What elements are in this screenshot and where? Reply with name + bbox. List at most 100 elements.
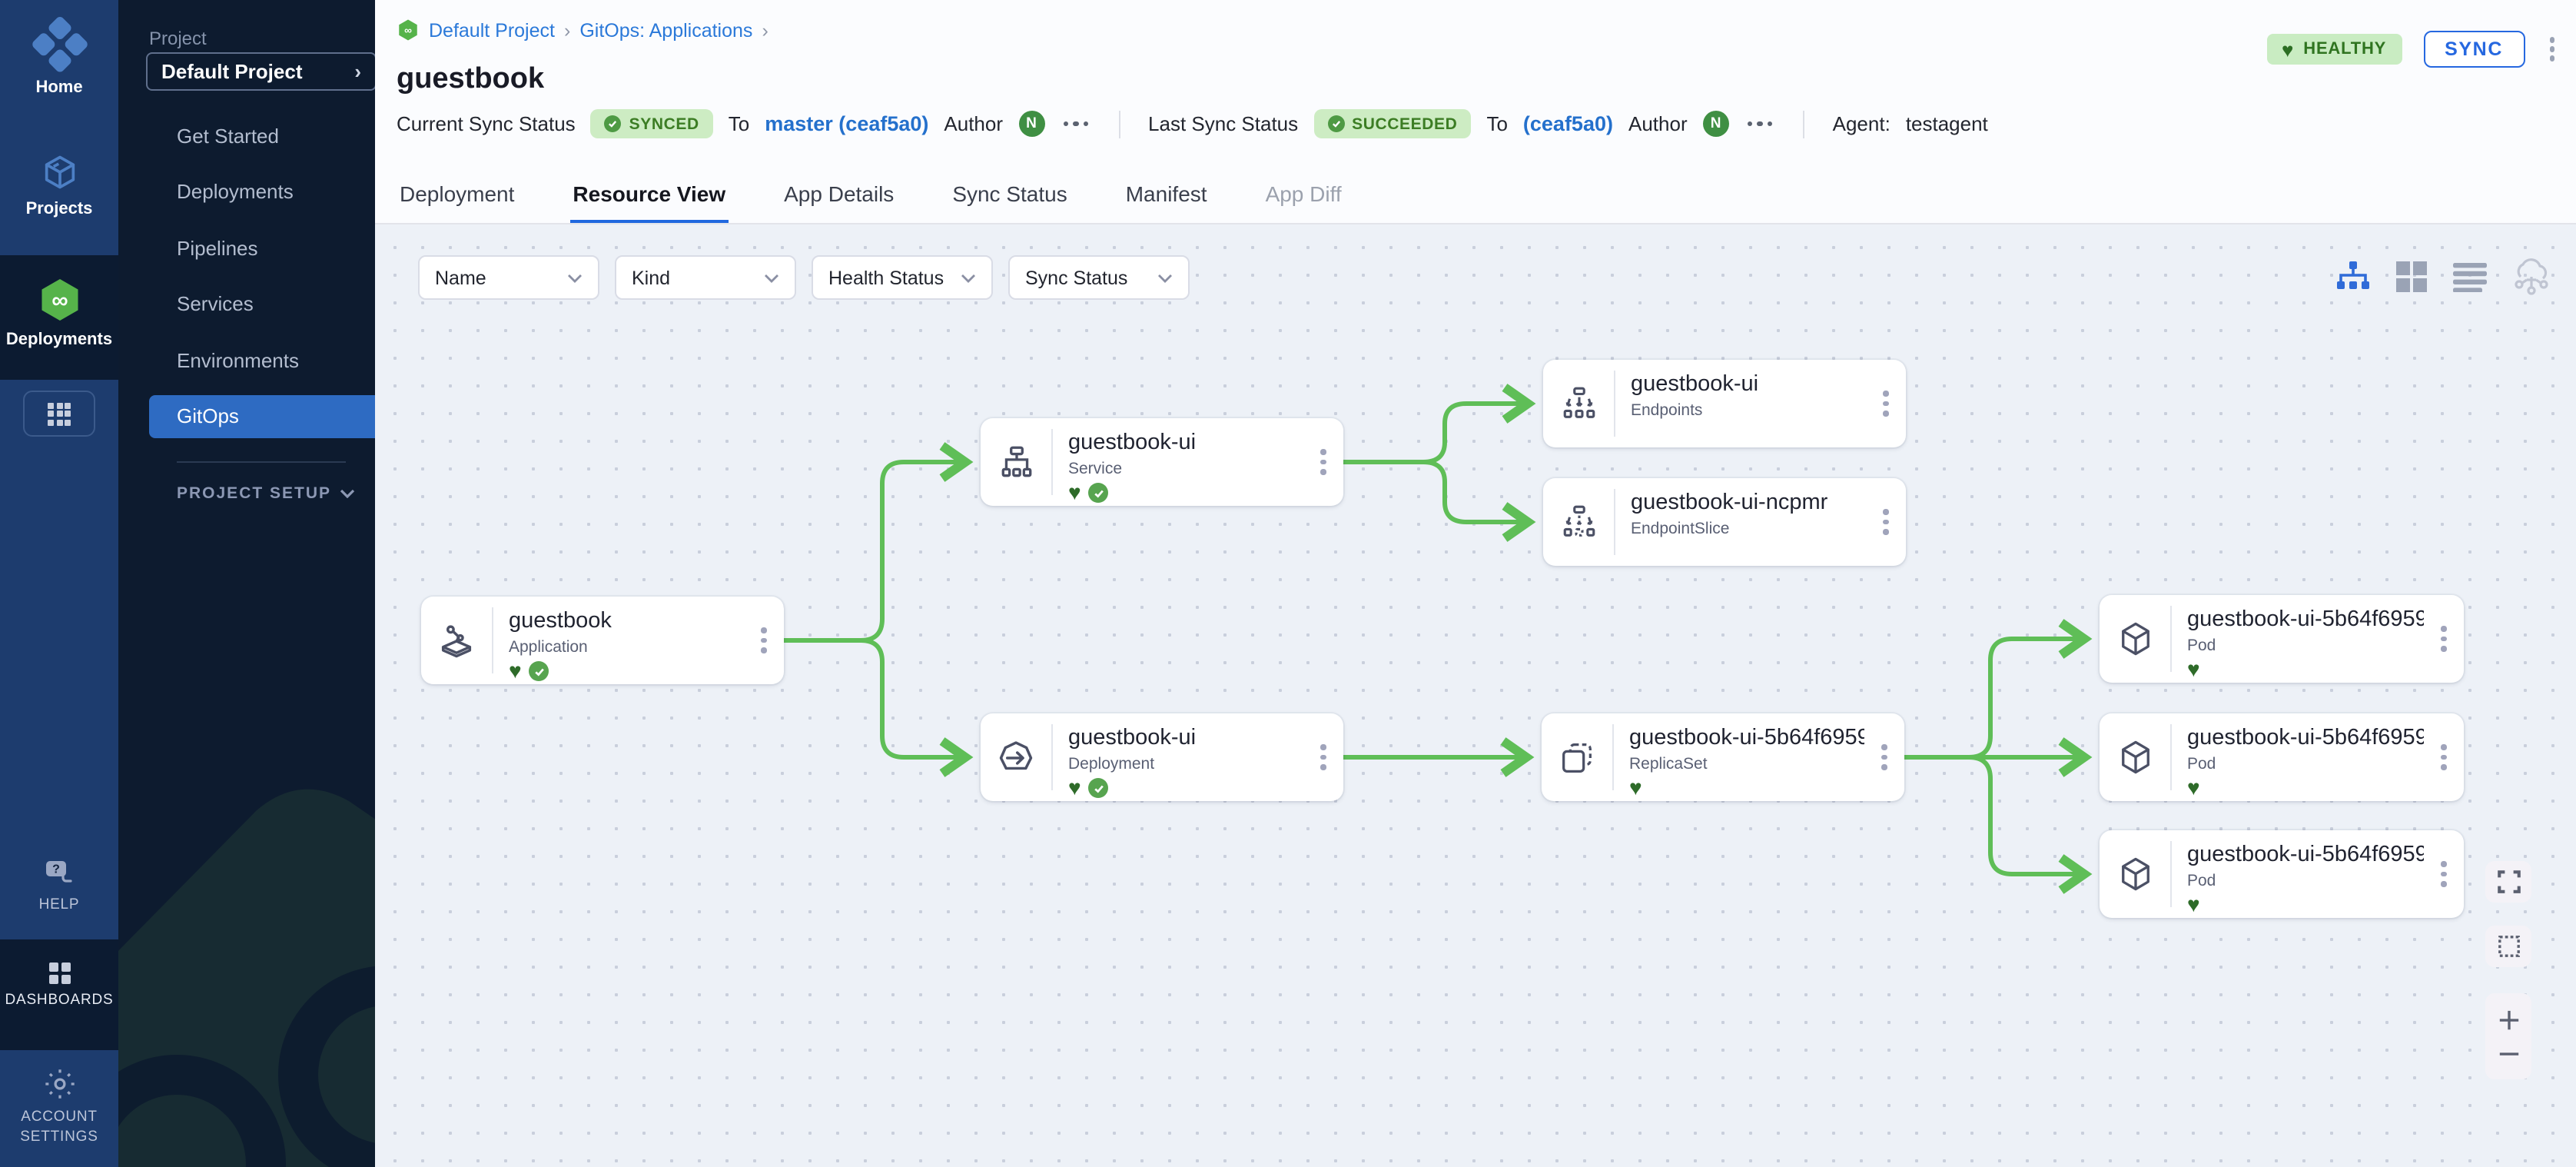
filter-health-status[interactable]: Health Status — [812, 255, 993, 300]
check-circle-icon — [1327, 115, 1345, 132]
healthy-heart-icon: ♥ — [1629, 775, 1642, 800]
filter-bar: Name Kind Health Status Sync Status — [418, 255, 1190, 300]
rail-item-account-settings[interactable]: ACCOUNT SETTINGS — [0, 1067, 118, 1147]
service-icon — [981, 418, 1051, 506]
help-chat-icon: ? — [45, 861, 71, 883]
list-view-icon — [2453, 263, 2487, 292]
node-application-guestbook[interactable]: guestbook Application ♥ — [421, 597, 784, 684]
tab-app-diff: App Diff — [1265, 181, 1342, 206]
healthy-heart-icon: ♥ — [2187, 657, 2200, 681]
node-pod-1[interactable]: guestbook-ui-5b64f6959... Pod ♥ — [2100, 595, 2464, 683]
node-deployment-guestbook-ui[interactable]: guestbook-ui Deployment ♥ — [981, 713, 1343, 801]
view-toggles — [2335, 258, 2551, 295]
project-selector[interactable]: Default Project › — [146, 52, 375, 91]
tree-view-icon — [2337, 261, 2369, 289]
fullscreen-button[interactable] — [2485, 861, 2531, 903]
grid-view-button[interactable] — [2395, 260, 2428, 294]
module-switcher-button[interactable] — [23, 391, 95, 437]
sidebar-item-deployments[interactable]: Deployments — [177, 180, 294, 203]
zoom-control — [2485, 993, 2531, 1079]
cube-icon — [44, 155, 75, 189]
list-view-button[interactable] — [2452, 261, 2488, 292]
breadcrumb-applications-link[interactable]: GitOps: Applications — [579, 19, 753, 41]
breadcrumb: ∞ Default Project › GitOps: Applications… — [397, 18, 768, 42]
zoom-in-button[interactable] — [2497, 1008, 2520, 1031]
node-menu-button[interactable] — [2424, 830, 2464, 918]
node-menu-button[interactable] — [1866, 360, 1906, 447]
node-menu-button[interactable] — [744, 597, 784, 684]
node-pod-2[interactable]: guestbook-ui-5b64f6959... Pod ♥ — [2100, 713, 2464, 801]
succeeded-badge: SUCCEEDED — [1313, 109, 1472, 138]
node-menu-button[interactable] — [1303, 418, 1343, 506]
rail-item-home[interactable]: Home — [0, 15, 118, 97]
last-revision-link[interactable]: (ceaf5a0) — [1522, 112, 1613, 135]
healthy-heart-icon: ♥ — [1068, 775, 1081, 800]
breadcrumb-project-link[interactable]: Default Project — [429, 19, 555, 41]
filter-kind[interactable]: Kind — [615, 255, 796, 300]
last-sync-status-label: Last Sync Status — [1148, 112, 1299, 135]
tab-deployment[interactable]: Deployment — [400, 181, 515, 206]
to-label: To — [728, 112, 750, 135]
author-label: Author — [1628, 112, 1688, 135]
app-options-menu-icon[interactable] — [2546, 35, 2558, 65]
main-content: ∞ Default Project › GitOps: Applications… — [375, 0, 2576, 1167]
node-endpointslice-guestbook-ui-ncpmr[interactable]: guestbook-ui-ncpmr EndpointSlice — [1543, 478, 1906, 566]
filter-name[interactable]: Name — [418, 255, 599, 300]
current-sync-status-label: Current Sync Status — [397, 112, 576, 135]
harness-watermark — [118, 789, 375, 1167]
page-title: guestbook — [397, 63, 545, 95]
chevron-down-icon — [568, 274, 582, 282]
node-menu-button[interactable] — [2424, 713, 2464, 801]
network-view-button[interactable] — [2511, 258, 2551, 295]
rail-item-projects[interactable]: Projects — [0, 152, 118, 218]
application-icon — [421, 597, 492, 684]
deployment-icon — [981, 713, 1051, 801]
chevron-down-icon — [1158, 274, 1172, 282]
current-revision-link[interactable]: master (ceaf5a0) — [765, 112, 929, 135]
healthy-heart-icon: ♥ — [2187, 775, 2200, 800]
project-setup-toggle[interactable]: PROJECT SETUP — [177, 484, 355, 503]
node-menu-button[interactable] — [1303, 713, 1343, 801]
zoom-out-button[interactable] — [2497, 1042, 2520, 1065]
synced-check-icon — [1088, 778, 1109, 798]
sidebar-item-services[interactable]: Services — [177, 292, 254, 315]
rail-item-help[interactable]: ? HELP — [0, 858, 118, 915]
sidebar-item-pipelines[interactable]: Pipelines — [177, 237, 258, 260]
rail-item-deployments[interactable]: ∞ Deployments — [0, 277, 118, 349]
sidebar-item-environments[interactable]: Environments — [177, 349, 299, 372]
node-menu-button[interactable] — [2424, 595, 2464, 683]
tab-sync-status[interactable]: Sync Status — [952, 181, 1067, 206]
sidebar-item-gitops[interactable]: GitOps — [149, 395, 375, 438]
node-replicaset-guestbook-ui-5b64f69597[interactable]: guestbook-ui-5b64f69597 ReplicaSet ♥ — [1542, 713, 1904, 801]
more-options-icon[interactable] — [1060, 121, 1091, 127]
sync-button[interactable]: SYNC — [2423, 31, 2525, 68]
tab-resource-view[interactable]: Resource View — [569, 166, 729, 224]
module-rail: Home Projects ∞ Deployments ? HELP — [0, 0, 118, 1167]
author-avatar: N — [1702, 111, 1729, 137]
header-actions: ♥ HEALTHY SYNC — [2266, 31, 2558, 68]
cloud-network-icon — [2515, 258, 2548, 295]
node-endpoints-guestbook-ui[interactable]: guestbook-ui Endpoints — [1543, 360, 1906, 447]
tree-view-button[interactable] — [2335, 260, 2372, 294]
agent-value: testagent — [1905, 112, 1988, 135]
rail-item-dashboards[interactable]: DASHBOARDS — [0, 963, 118, 1010]
marquee-select-button[interactable] — [2485, 926, 2531, 967]
tab-manifest[interactable]: Manifest — [1125, 181, 1207, 206]
resource-graph-canvas[interactable]: Name Kind Health Status Sync Status — [375, 224, 2576, 1167]
node-pod-3[interactable]: guestbook-ui-5b64f6959... Pod ♥ — [2100, 830, 2464, 918]
node-menu-button[interactable] — [1864, 713, 1904, 801]
sidebar-item-get-started[interactable]: Get Started — [177, 125, 279, 148]
endpoints-icon — [1543, 360, 1614, 447]
chevron-right-icon: › — [354, 60, 361, 83]
filter-sync-status[interactable]: Sync Status — [1008, 255, 1190, 300]
node-menu-button[interactable] — [1866, 478, 1906, 566]
check-circle-icon — [604, 115, 622, 132]
sidebar-divider — [177, 461, 346, 463]
sync-status-bar: Current Sync Status SYNCED To master (ce… — [397, 109, 1988, 138]
tab-app-details[interactable]: App Details — [784, 181, 895, 206]
module-rail-dashboards-section — [0, 939, 118, 1050]
app-header: ∞ Default Project › GitOps: Applications… — [375, 0, 2576, 224]
node-service-guestbook-ui[interactable]: guestbook-ui Service ♥ — [981, 418, 1343, 506]
more-options-icon[interactable] — [1744, 121, 1776, 127]
